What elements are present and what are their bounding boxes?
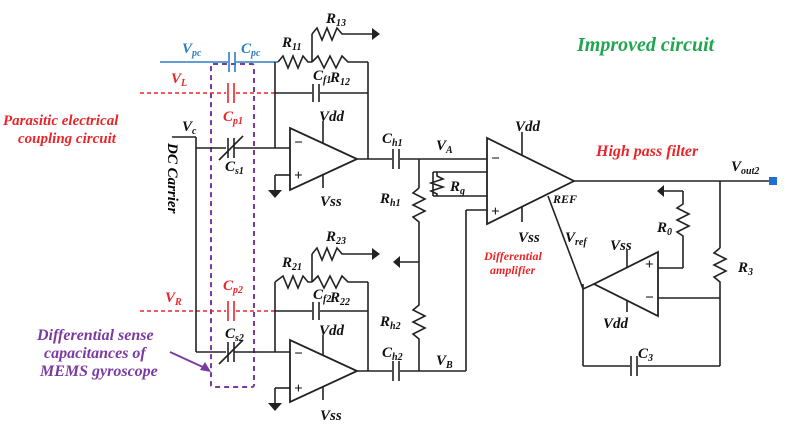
rh1-resistor [411,187,427,262]
label-rh2: Rh2 [379,314,401,332]
label-cs1: Cs1 [225,159,244,177]
ground-icon-bottom [268,403,282,411]
label-rg: Rg [449,179,465,197]
opamp-top [289,126,360,192]
label-cf1: Cf1 [313,68,331,86]
label-cf2: Cf2 [313,287,331,305]
opamp-bottom-minus: − [294,346,303,362]
ref-opamp-vdd: Vdd [603,316,629,332]
label-cpc: Cpc [241,41,261,59]
diagram-title: Improved circuit [576,34,716,56]
diff-amplifier [486,136,577,226]
diff-amp-plus: + [491,204,500,220]
opamp-bottom [289,338,360,404]
label-rh1: Rh1 [379,191,401,209]
label-vl: VL [171,71,187,89]
r22-resistor [311,274,368,290]
label-vref: Vref [565,230,588,248]
r23-resistor [311,245,372,263]
diff-amp-ref: REF [552,192,577,206]
sense-capacitance-box [210,63,255,388]
label-ch1: Ch1 [382,131,403,149]
label-r21: R21 [281,255,302,273]
label-cp2: Cp2 [223,278,243,296]
label-va: VA [436,138,453,156]
sense-annotation-arrow [169,351,206,369]
opamp-top-vdd: Vdd [319,109,345,125]
sense-annotation-line3: MEMS gyroscope [39,363,158,380]
ground-icon-r23 [372,248,380,260]
diff-amp-annotation-line2: amplifier [490,263,536,277]
label-r23: R23 [325,229,346,247]
label-vpc: Vpc [182,41,202,59]
ground-icon-top [268,190,282,198]
opamp-top-vss: Vss [320,194,342,210]
label-vout2: Vout2 [731,159,759,177]
label-r13: R13 [325,11,346,29]
rg-resistor [428,172,446,196]
parasitic-annotation-line2: coupling circuit [18,131,117,147]
sense-annotation-line1: Differential sense [36,327,154,344]
ground-icon-r0 [657,185,664,197]
opamp-top-minus: − [294,135,303,151]
diff-amp-vdd: Vdd [515,119,541,135]
ref-opamp [591,250,659,318]
opamp-bottom-plus: + [294,381,303,397]
ref-opamp-minus: − [645,290,654,306]
label-ch2: Ch2 [382,345,403,363]
r21-resistor [274,273,312,291]
r3-resistor [712,247,728,366]
ref-wire [547,195,584,290]
label-r0: R0 [656,220,672,238]
sense-annotation-line2: capacitances of [44,345,147,362]
vout-node [769,177,777,185]
label-vb: VB [436,353,453,371]
sense-annotation-arrowhead [200,362,211,372]
ref-out-wire [582,283,595,290]
diff-amp-annotation-line1: Differential [483,249,542,263]
label-r11: R11 [281,35,301,53]
label-vc: Vc [182,119,197,137]
opamp-bottom-vdd: Vdd [319,323,345,339]
label-r3: R3 [737,260,753,278]
label-cp1: Cp1 [223,109,243,127]
r13-resistor [311,25,372,43]
high-pass-annotation: High pass filter [595,143,699,160]
ref-opamp-vss: Vss [610,238,632,254]
cs2-arrow [218,339,244,365]
opamp-top-plus: + [294,168,303,184]
ground-icon-rh [393,256,400,268]
label-r12: R12 [329,70,350,88]
ref-opamp-plus: + [645,257,654,273]
label-cs2: Cs2 [225,326,244,344]
dc-carrier-label: DC Carrier [164,142,180,214]
diff-amp-minus: − [491,151,500,167]
rh2-resistor [411,262,427,371]
label-r22: R22 [329,290,350,308]
r12-resistor [311,54,368,70]
r11-resistor [277,53,312,71]
cs1-arrow [218,135,244,161]
label-vr: VR [165,290,182,308]
r0-resistor [675,191,691,268]
opamp-bottom-vss: Vss [320,408,342,424]
ground-icon-r13 [372,28,380,40]
label-c3: C3 [638,346,653,364]
diff-amp-vss: Vss [518,230,540,246]
parasitic-annotation-line1: Parasitic electrical [3,113,119,129]
